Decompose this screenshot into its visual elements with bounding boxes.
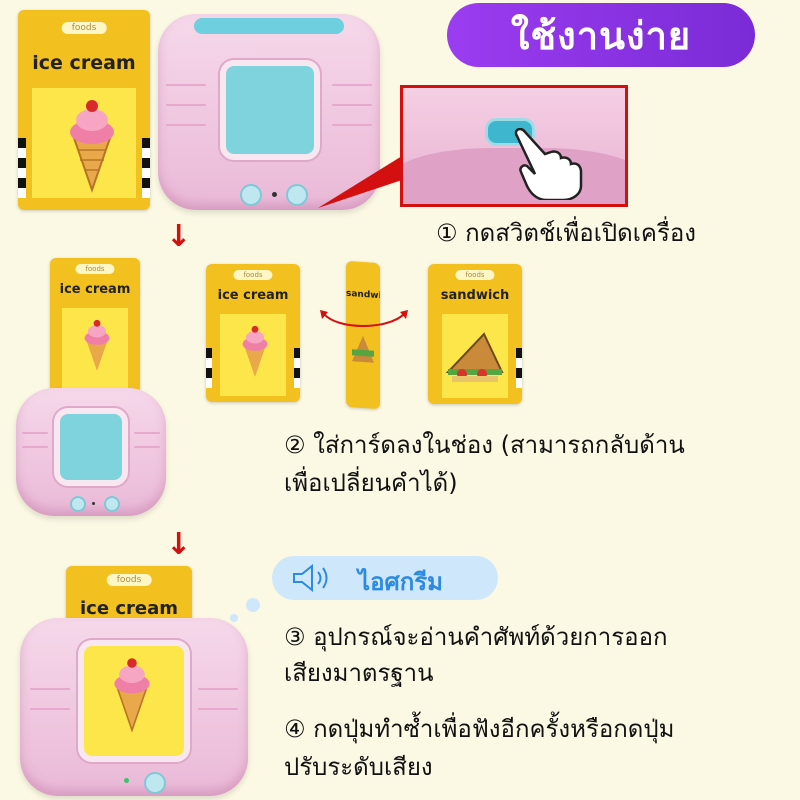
repeat-button[interactable] [70, 496, 86, 512]
page-title: ใช้งานง่าย [510, 13, 692, 58]
flashcard-inserted-middle: foods ice cream [50, 258, 140, 394]
step-2-text-line1: ② ใส่การ์ดลงในช่อง (สามารถกลับด้าน [284, 431, 685, 459]
reader-device-top [158, 14, 380, 210]
speaker-icon [293, 564, 328, 592]
card-title: ice cream [59, 282, 131, 297]
step-4-text-line1: ④ กดปุ่มทำซ้ำเพื่อฟังอีกครั้งหรือกดปุ่ม [284, 715, 675, 743]
card-category-tag: foods [61, 22, 107, 34]
reader-device-bottom [20, 618, 248, 796]
flashcard-flipping: sandwich [346, 260, 380, 410]
down-arrow-icon: ↓ [166, 219, 192, 254]
ice-cream-icon [242, 325, 268, 377]
step-3-text-line1: ③ อุปกรณ์จะอ่านคำศัพท์ด้วยการออก [284, 623, 668, 651]
repeat-button[interactable] [240, 184, 262, 206]
card-category-tag: foods [455, 270, 495, 280]
flashcard-ice-cream-large: foods ice cream [18, 10, 150, 210]
ice-cream-icon [84, 319, 110, 371]
card-title: sandwich [440, 288, 510, 303]
sandwich-icon [445, 332, 504, 382]
ice-cream-icon [70, 100, 114, 194]
title-badge: ใช้งานง่าย [447, 3, 755, 67]
flashcard-ice-cream-front: foods ice cream [206, 264, 300, 402]
reader-device-middle [16, 388, 166, 516]
rotate-arrows-icon [320, 310, 408, 327]
card-category-tag: foods [106, 574, 152, 586]
step-3-text-line2: เสียงมาตรฐาน [284, 659, 434, 687]
card-category-tag: foods [233, 270, 273, 280]
flashcard-sandwich: foods sandwich [428, 264, 522, 404]
switch-zoom-inset [400, 85, 628, 207]
card-category-tag: foods [75, 264, 115, 274]
card-title: sandwich [346, 288, 380, 303]
ice-cream-icon [114, 658, 150, 733]
sandwich-icon [352, 336, 374, 363]
volume-button[interactable] [144, 772, 166, 794]
volume-button[interactable] [286, 184, 308, 206]
pointing-hand-icon [514, 128, 583, 200]
step-2-text-line2: เพื่อเปลี่ยนคำได้) [284, 469, 458, 497]
speech-bubble: ไอศกรีม [272, 556, 498, 600]
zoom-pointer [318, 156, 402, 208]
volume-button[interactable] [104, 496, 120, 512]
step-4-text-line2: ปรับระดับเสียง [284, 753, 433, 781]
power-indicator [124, 778, 129, 783]
card-title: ice cream [217, 288, 289, 303]
spoken-word: ไอศกรีม [358, 568, 443, 596]
step-1-text: ① กดสวิตช์เพื่อเปิดเครื่อง [436, 219, 697, 247]
down-arrow-icon: ↓ [166, 527, 192, 562]
card-title: ice cream [32, 52, 136, 74]
card-title: ice cream [80, 598, 178, 619]
